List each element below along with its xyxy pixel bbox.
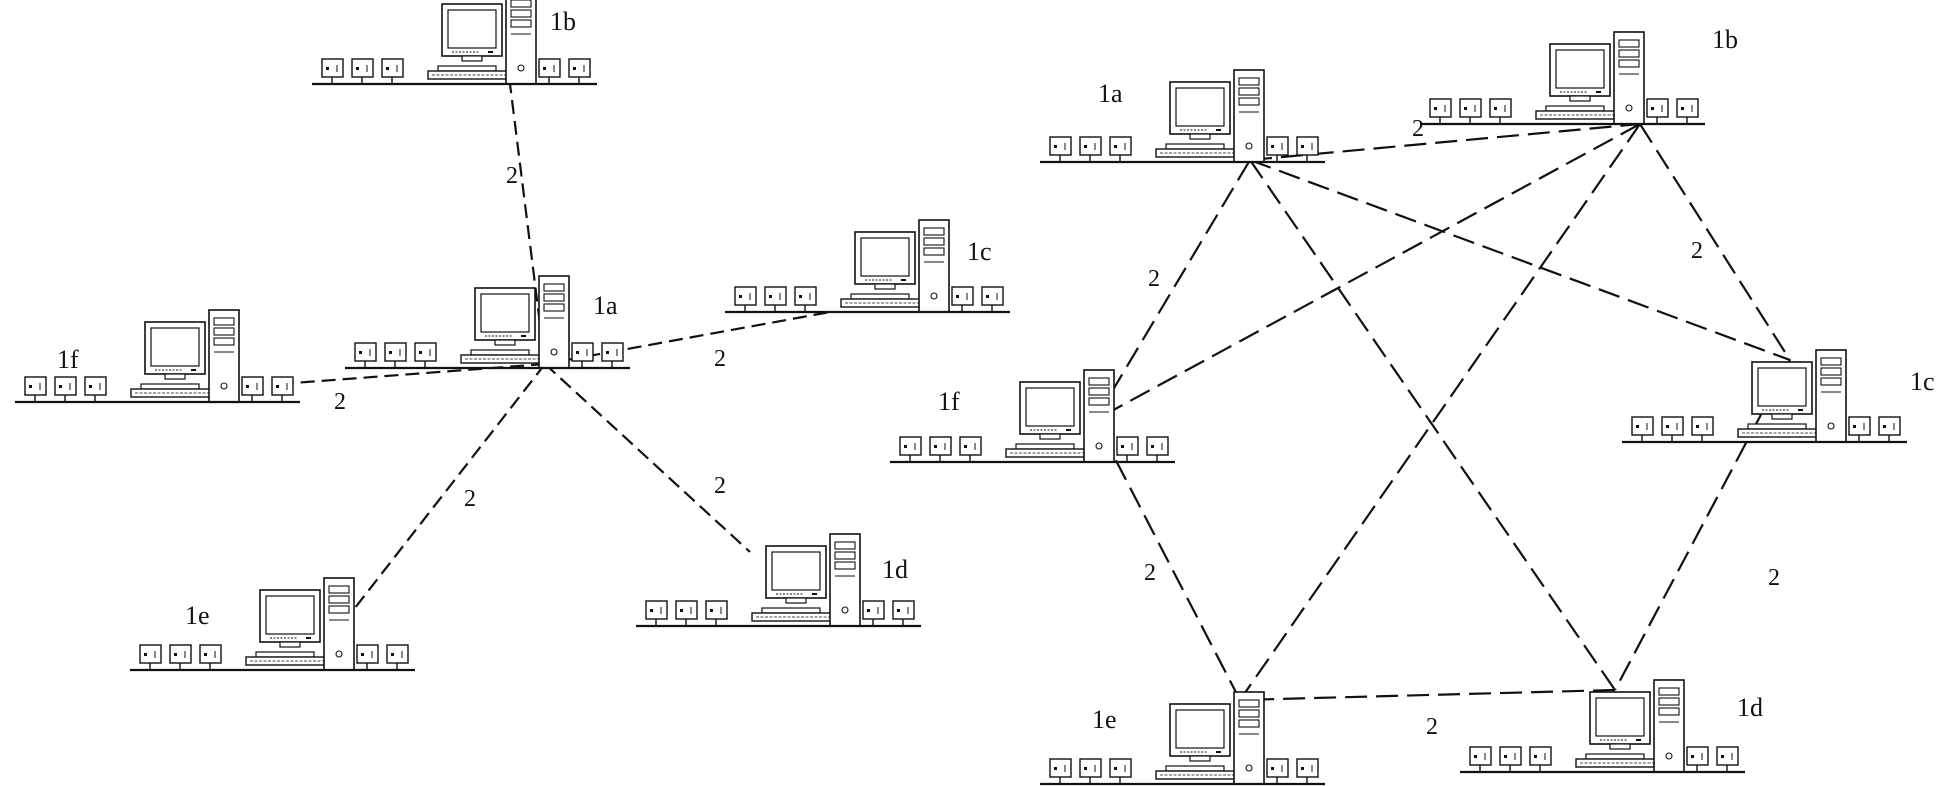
workstation-star-1d xyxy=(636,534,921,626)
node-label-mesh-1d: 1d xyxy=(1737,693,1763,722)
node-label-star-1d: 1d xyxy=(882,555,908,584)
node-label-mesh-1a: 1a xyxy=(1098,79,1123,108)
link-mesh-1d-1e xyxy=(1239,688,1616,702)
workstation-mesh-1e xyxy=(1040,692,1325,784)
computer-icon xyxy=(345,276,630,368)
link-mesh-1a-1c xyxy=(1249,158,1791,362)
link-label-star-1a-1d: 2 xyxy=(714,473,726,499)
computer-icon xyxy=(130,578,415,670)
link-mesh-1b-1f xyxy=(1094,123,1641,421)
nodes-layer xyxy=(15,0,1907,784)
link-label-mesh-1d-1e: 2 xyxy=(1426,714,1438,740)
links-layer xyxy=(279,83,1791,702)
workstation-star-1a xyxy=(345,276,630,368)
computer-icon xyxy=(1040,692,1325,784)
link-label-star-1a-1b: 2 xyxy=(506,163,518,189)
computer-icon xyxy=(1420,32,1705,124)
link-label-star-1a-1e: 2 xyxy=(464,486,476,512)
node-label-mesh-1e: 1e xyxy=(1092,705,1117,734)
link-mesh-1c-1d xyxy=(1614,359,1791,691)
workstation-mesh-1c xyxy=(1622,350,1907,442)
computer-icon xyxy=(725,220,1010,312)
labels-layer: 2 2 2 2 2 1a 1b 1c 1d 1e 1f 2 2 2 2 2 2 1a 1b 1c 1d 1e 1f xyxy=(57,7,1935,740)
link-mesh-1b-1c xyxy=(1639,123,1791,361)
link-star-1a-1d xyxy=(544,363,751,553)
node-label-mesh-1c: 1c xyxy=(1910,367,1935,396)
workstation-mesh-1b xyxy=(1420,32,1705,124)
node-label-star-1a: 1a xyxy=(593,291,618,320)
link-label-mesh-1b-1c: 2 xyxy=(1691,238,1703,264)
link-label-mesh-1f-1a: 2 xyxy=(1148,266,1160,292)
node-label-star-1e: 1e xyxy=(185,601,210,630)
node-label-star-1f: 1f xyxy=(57,345,79,374)
link-mesh-1b-1e xyxy=(1239,123,1641,701)
link-mesh-1f-1a xyxy=(1094,159,1251,421)
node-label-star-1b: 1b xyxy=(550,7,576,36)
computer-icon xyxy=(636,534,921,626)
link-label-star-1a-1c: 2 xyxy=(714,346,726,372)
link-star-1a-1e xyxy=(329,363,546,641)
node-label-mesh-1b: 1b xyxy=(1712,25,1738,54)
node-label-mesh-1f: 1f xyxy=(938,387,960,416)
computer-icon xyxy=(1622,350,1907,442)
link-label-mesh-1c-1d: 2 xyxy=(1768,565,1780,591)
link-label-mesh-1e-1f: 2 xyxy=(1144,560,1156,586)
link-mesh-1a-1d xyxy=(1249,159,1616,691)
link-mesh-1e-1f xyxy=(1094,419,1241,701)
workstation-mesh-1a xyxy=(1040,70,1325,162)
computer-icon xyxy=(1040,70,1325,162)
workstation-mesh-1f xyxy=(890,370,1175,462)
link-label-mesh-1a-1b: 2 xyxy=(1412,116,1424,142)
node-label-star-1c: 1c xyxy=(967,237,992,266)
workstation-star-1c xyxy=(725,220,1010,312)
computer-icon xyxy=(890,370,1175,462)
workstation-star-1e xyxy=(130,578,415,670)
link-label-star-1a-1f: 2 xyxy=(334,389,346,415)
